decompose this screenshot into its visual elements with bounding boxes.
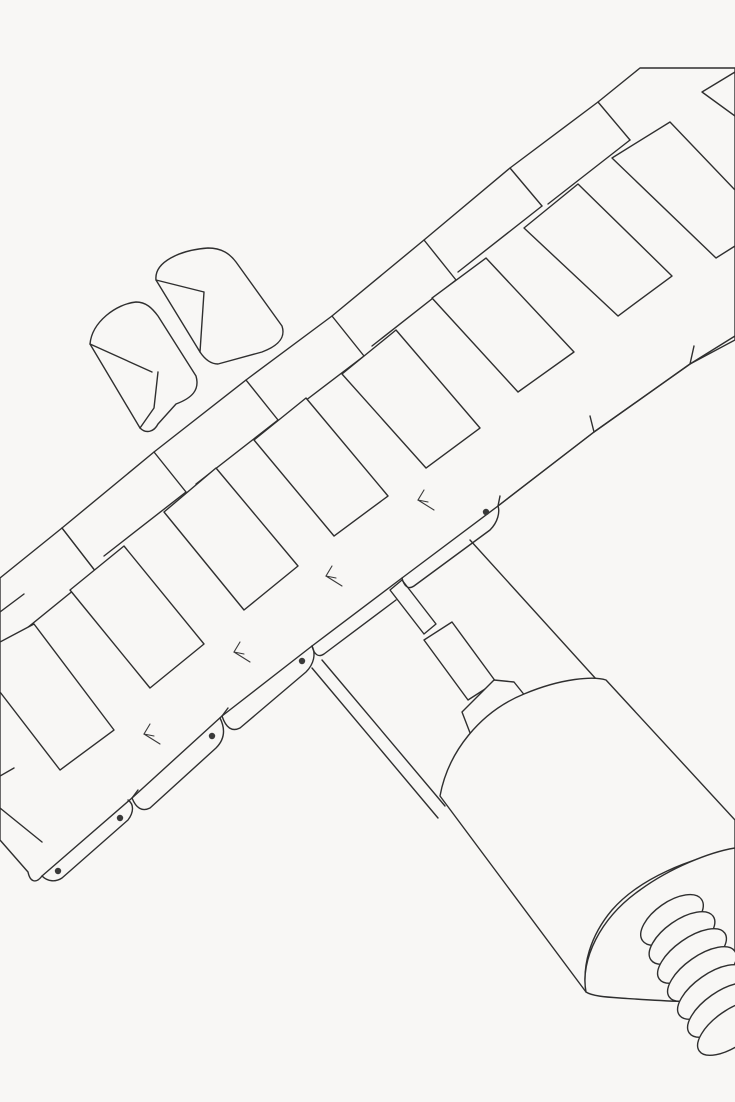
link-pin [116, 814, 124, 822]
tool-rail-left [311, 667, 439, 819]
tool-rail-inner [321, 659, 446, 807]
center-link-plate [523, 183, 673, 317]
link-end [401, 505, 500, 589]
center-link-plate [611, 121, 735, 259]
tool-jaws [89, 247, 284, 433]
center-link-plate [163, 467, 299, 611]
center-link-plate [341, 329, 481, 469]
link-end [41, 799, 134, 882]
tool-pusher-pin [389, 579, 437, 635]
sizing-tool [311, 539, 735, 1056]
tool-jaw-back [155, 247, 284, 365]
direction-arrow [325, 565, 343, 587]
direction-arrow [233, 641, 251, 663]
direction-arrow [143, 723, 161, 745]
link-end [131, 717, 225, 811]
bracelet-link [457, 139, 631, 273]
link-end [497, 345, 695, 507]
direction-arrow [417, 489, 435, 511]
link-end [221, 645, 315, 731]
link-pin [54, 867, 62, 875]
center-link-plate [253, 397, 389, 537]
link-pin [298, 657, 306, 665]
link-pin [482, 508, 490, 516]
tool-cylinder [439, 677, 735, 993]
tool-screw-handle [640, 893, 735, 1056]
center-link-plate [701, 71, 735, 117]
link-pin [208, 732, 216, 740]
center-link-plate [69, 545, 205, 689]
tool-rail-right [469, 539, 607, 691]
link-end [311, 599, 397, 657]
center-link-plate [0, 623, 115, 771]
watch-bracelet [0, 67, 735, 882]
center-link-plate [431, 257, 575, 393]
tool-jaw-front [89, 301, 198, 433]
